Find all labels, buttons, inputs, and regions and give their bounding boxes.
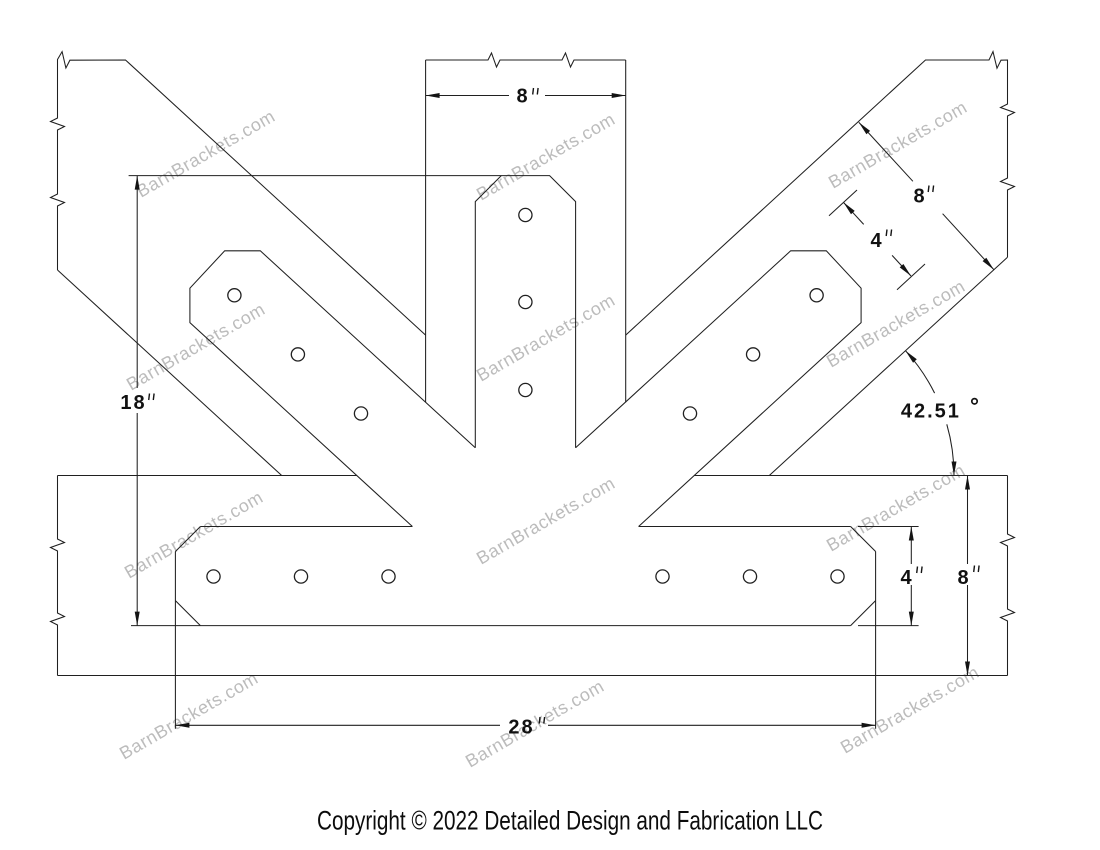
svg-text:Copyright © 2022 Detailed Desi: Copyright © 2022 Detailed Design and Fab…	[317, 806, 823, 836]
svg-text:8: 8	[516, 86, 529, 108]
svg-text:8: 8	[913, 186, 926, 208]
svg-text:42.51: 42.51	[901, 401, 961, 423]
svg-text:4: 4	[870, 230, 883, 252]
svg-text:4: 4	[900, 567, 913, 589]
svg-text:28: 28	[508, 717, 534, 739]
svg-text:18: 18	[120, 392, 146, 414]
svg-text:8: 8	[957, 567, 970, 589]
